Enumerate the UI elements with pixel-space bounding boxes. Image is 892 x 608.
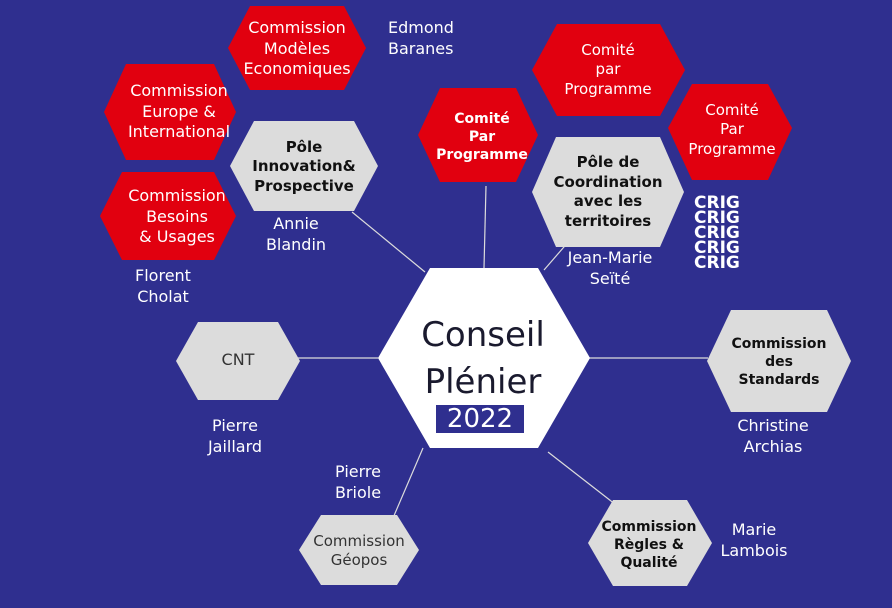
connector-innovation: [351, 211, 426, 273]
hex-commission-regles: [588, 500, 712, 586]
person-pierre-briole: Pierre Briole: [334, 462, 382, 502]
hex-commission-europe: [104, 64, 236, 160]
hex-pole-innovation: [230, 121, 378, 211]
connector-geopos: [392, 447, 424, 519]
commission-europe-label: Commission Europe & International: [127, 80, 231, 142]
hex-commission-modeles: [228, 6, 366, 90]
hex-commission-besoins: [100, 172, 236, 260]
hex-commission-standards: [707, 310, 851, 412]
pole-coordination-label: Pôle de Coordination avec les territoire…: [553, 153, 663, 230]
commission-regles-label: Commission Règles & Qualité: [601, 518, 697, 572]
person-jean-marie-seite: Jean-Marie Seïté: [567, 248, 653, 288]
conseil-title-line1: Conseil: [421, 315, 545, 355]
person-annie-blandin: Annie Blandin: [265, 214, 327, 254]
crig-list: CRIG CRIG CRIG CRIG CRIG: [694, 193, 740, 273]
conseil-year: 2022: [436, 405, 524, 433]
commission-modeles-label: Commission Modèles Economiques: [243, 17, 351, 79]
hex-pole-coordination: [532, 137, 684, 247]
hex-commission-geopos: [299, 515, 419, 585]
comite-par-programme-2-label: Comité par Programme: [564, 40, 652, 98]
hex-cnt: [176, 322, 300, 400]
person-christine-archias: Christine Archias: [737, 416, 809, 456]
person-pierre-jaillard: Pierre Jaillard: [207, 416, 263, 456]
hex-conseil-plenier: [378, 268, 590, 448]
commission-besoins-label: Commission Besoins & Usages: [128, 185, 226, 247]
hex-comite-par-programme-3: [668, 84, 792, 180]
conseil-title-line2: Plénier: [424, 362, 542, 402]
commission-geopos-label: Commission Géopos: [313, 531, 405, 570]
person-florent-cholat: Florent Cholat: [135, 266, 191, 306]
cnt-label: CNT: [221, 349, 255, 369]
comite-par-programme-3-label: Comité Par Programme: [688, 100, 776, 158]
hex-comite-par-programme-1: [418, 88, 538, 182]
person-marie-lambois: Marie Lambois: [720, 520, 788, 560]
person-edmond-baranes: Edmond Baranes: [388, 18, 454, 58]
comite-par-programme-1-label: Comité Par Programme: [436, 110, 528, 164]
connector-regles: [547, 451, 621, 509]
connector-comite: [483, 185, 487, 269]
hex-comite-par-programme-2: [532, 24, 685, 116]
commission-standards-label: Commission des Standards: [731, 335, 827, 389]
pole-innovation-label: Pôle Innovation& Prospective: [252, 137, 356, 195]
